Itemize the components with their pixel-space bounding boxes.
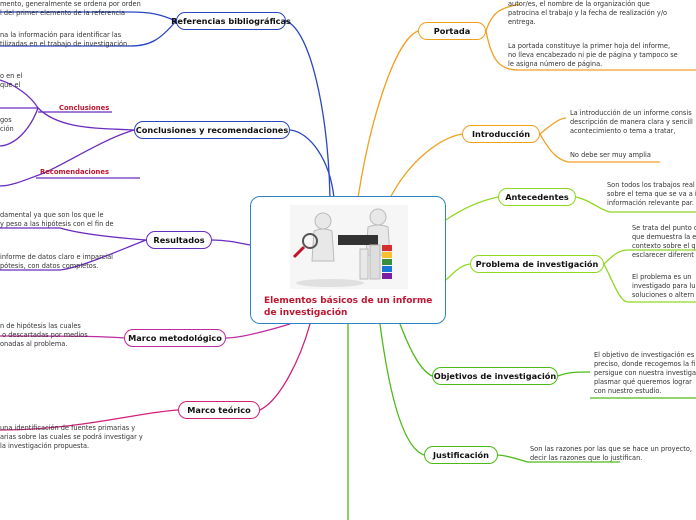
resultados-text-1: damental ya que son los que le y peso a … — [0, 211, 114, 228]
line-referencias — [285, 20, 331, 199]
justificacion-text-1: Son las razones por las que se hace un p… — [530, 445, 692, 462]
line-justificacion — [379, 323, 425, 456]
node-problema-investigacion[interactable]: Problema de investigación — [470, 255, 604, 273]
line-resultados — [211, 239, 251, 246]
node-referencias[interactable]: Referencias bibliográficas — [171, 12, 291, 30]
node-marco-teorico[interactable]: Marco teórico — [178, 401, 260, 419]
node-resultados[interactable]: Resultados — [146, 231, 212, 249]
line-teorico — [259, 323, 311, 411]
line-metodologico — [225, 323, 291, 339]
line-objetivos — [399, 323, 433, 377]
resultados-text-2: informe de datos claro e imparcial pótes… — [0, 253, 113, 270]
problema-text-1: Se trata del punto d que demuestra la e … — [632, 224, 696, 259]
line-conclusiones — [289, 129, 335, 199]
antecedentes-text-1: Son todos los trabajos real sobre el tem… — [607, 181, 696, 207]
conclusiones-text-1: o en el que el — [0, 72, 23, 89]
central-title: Elementos básicos de un informe de inves… — [264, 296, 433, 318]
portada-text-2: La portada constituye la primer hoja del… — [508, 42, 678, 68]
node-marco-metodologico[interactable]: Marco metodológico — [124, 329, 226, 347]
portada-text-1: autor/es, el nombre de la organización q… — [508, 0, 668, 26]
referencias-text-1: mento, generalmente se ordena por orden … — [0, 0, 141, 17]
subnode-recomendaciones[interactable]: Recomendaciones — [40, 168, 110, 176]
line-portada — [357, 30, 419, 199]
node-conclusiones-recomendaciones[interactable]: Conclusiones y recomendaciones — [134, 121, 290, 139]
objetivos-text-1: El objetivo de investigación es preciso,… — [594, 351, 696, 395]
introduccion-text-2: No debe ser muy amplia — [570, 151, 651, 159]
report-illustration — [290, 205, 408, 289]
node-portada[interactable]: Portada — [418, 22, 486, 40]
teorico-text-1: una identificación de fuentes primarias … — [0, 424, 143, 450]
node-antecedentes[interactable]: Antecedentes — [498, 188, 576, 206]
line-introduccion — [389, 133, 463, 199]
referencias-text-2: na la información para identificar las t… — [0, 31, 130, 48]
node-introduccion[interactable]: Introducción — [462, 125, 540, 143]
line-antecedentes — [445, 196, 499, 221]
subnode-conclusiones[interactable]: Conclusiones — [59, 104, 110, 112]
node-justificacion[interactable]: Justificación — [424, 446, 498, 464]
conclusiones-text-2: gos ción — [0, 116, 14, 133]
central-topic[interactable]: Elementos básicos de un informe de inves… — [250, 196, 446, 324]
problema-text-2: El problema es un investigado para lu so… — [632, 273, 696, 299]
introduccion-text-1: La introducción de un informe consis des… — [570, 109, 693, 135]
line-problema — [445, 263, 471, 281]
node-objetivos-investigacion[interactable]: Objetivos de investigación — [432, 367, 558, 385]
metodologico-text-1: n de hipótesis las cuales o descartadas … — [0, 322, 88, 348]
